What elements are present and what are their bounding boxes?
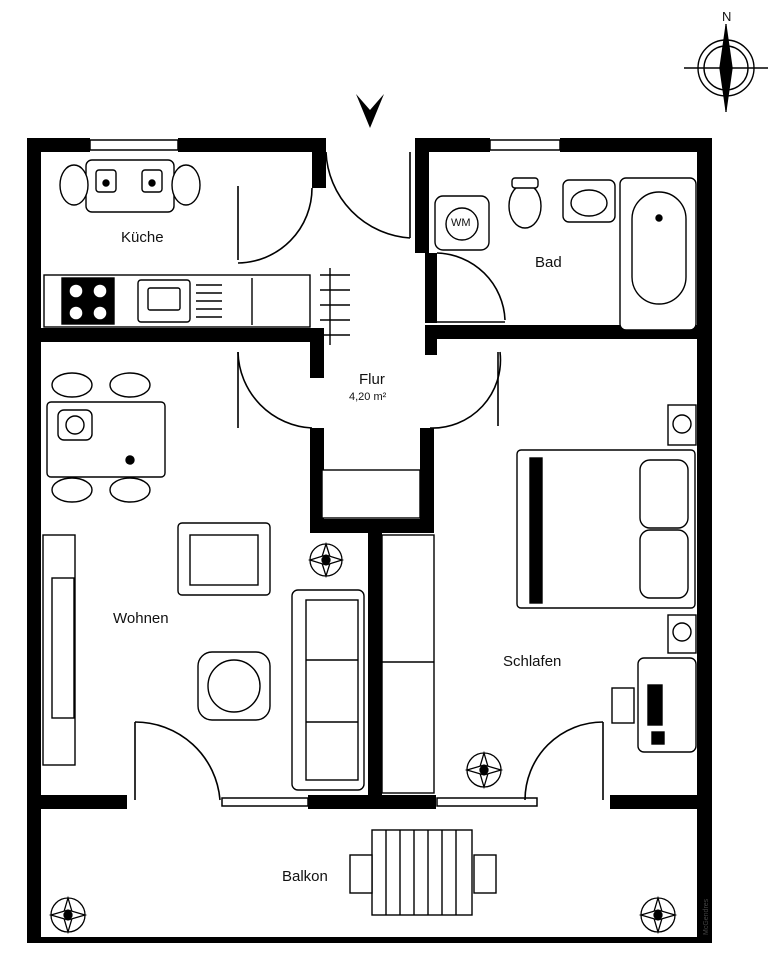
room-label-wohnen: Wohnen bbox=[113, 610, 169, 627]
living-furniture bbox=[42, 372, 365, 791]
plant-icon bbox=[638, 895, 678, 935]
room-area-flur: 4,20 m² bbox=[349, 391, 387, 403]
plant-icon bbox=[464, 750, 504, 790]
washer-label: WM bbox=[451, 217, 471, 229]
room-label-bad: Bad bbox=[535, 254, 562, 271]
entrance-arrow-icon bbox=[356, 94, 384, 128]
room-label-balkon: Balkon bbox=[282, 868, 328, 885]
compass-north-label: N bbox=[722, 9, 732, 24]
plant-icon bbox=[307, 541, 345, 579]
windows bbox=[89, 139, 561, 807]
plant-icons bbox=[48, 541, 678, 935]
room-label-kueche: Küche bbox=[121, 229, 164, 246]
hallway-fixtures bbox=[320, 268, 421, 519]
room-label-schlafen: Schlafen bbox=[503, 653, 562, 670]
kitchen-furniture bbox=[43, 159, 311, 328]
bedroom-furniture bbox=[381, 404, 697, 794]
compass-icon bbox=[684, 24, 768, 112]
balcony-furniture bbox=[349, 829, 497, 916]
bathroom-fixtures bbox=[434, 177, 697, 331]
room-label-flur: Flur bbox=[359, 371, 385, 388]
credit-text: McGendres bbox=[703, 898, 710, 935]
doors bbox=[134, 151, 604, 801]
plant-icon bbox=[48, 895, 88, 935]
